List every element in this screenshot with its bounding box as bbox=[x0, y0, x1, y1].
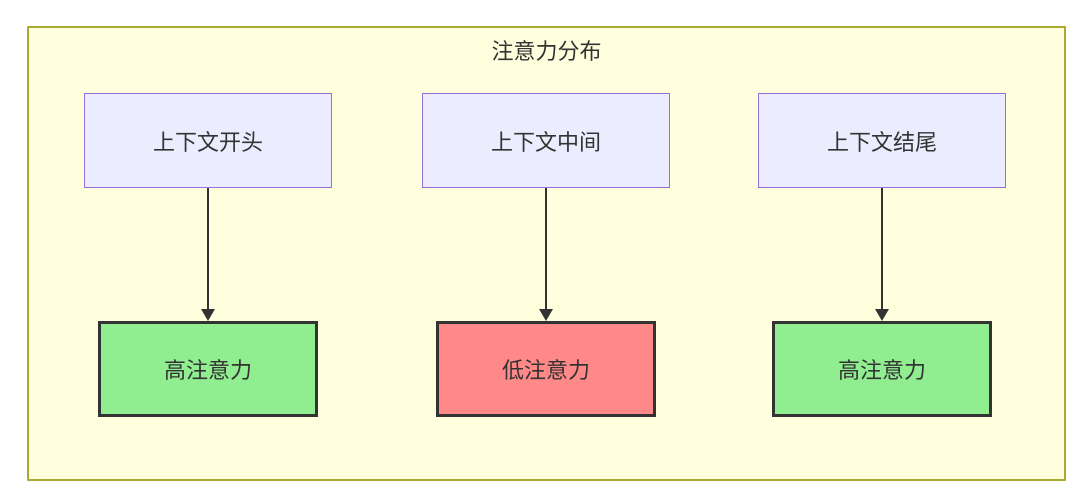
arrow-shaft bbox=[881, 188, 883, 309]
node-high-attention-left: 高注意力 bbox=[98, 321, 318, 417]
column-context-start: 上下文开头 高注意力 bbox=[84, 93, 332, 417]
node-high-attention-right: 高注意力 bbox=[772, 321, 992, 417]
node-low-attention-middle: 低注意力 bbox=[436, 321, 656, 417]
arrowhead-icon bbox=[875, 309, 889, 321]
arrow-down-icon bbox=[201, 188, 215, 321]
arrowhead-icon bbox=[201, 309, 215, 321]
node-context-start: 上下文开头 bbox=[84, 93, 332, 188]
column-context-middle: 上下文中间 低注意力 bbox=[422, 93, 670, 417]
arrow-down-icon bbox=[539, 188, 553, 321]
arrow-down-icon bbox=[875, 188, 889, 321]
node-context-middle: 上下文中间 bbox=[422, 93, 670, 188]
node-context-end: 上下文结尾 bbox=[758, 93, 1006, 188]
cluster-title: 注意力分布 bbox=[491, 39, 602, 64]
arrow-shaft bbox=[207, 188, 209, 309]
arrow-shaft bbox=[545, 188, 547, 309]
arrowhead-icon bbox=[539, 309, 553, 321]
column-context-end: 上下文结尾 高注意力 bbox=[758, 93, 1006, 417]
